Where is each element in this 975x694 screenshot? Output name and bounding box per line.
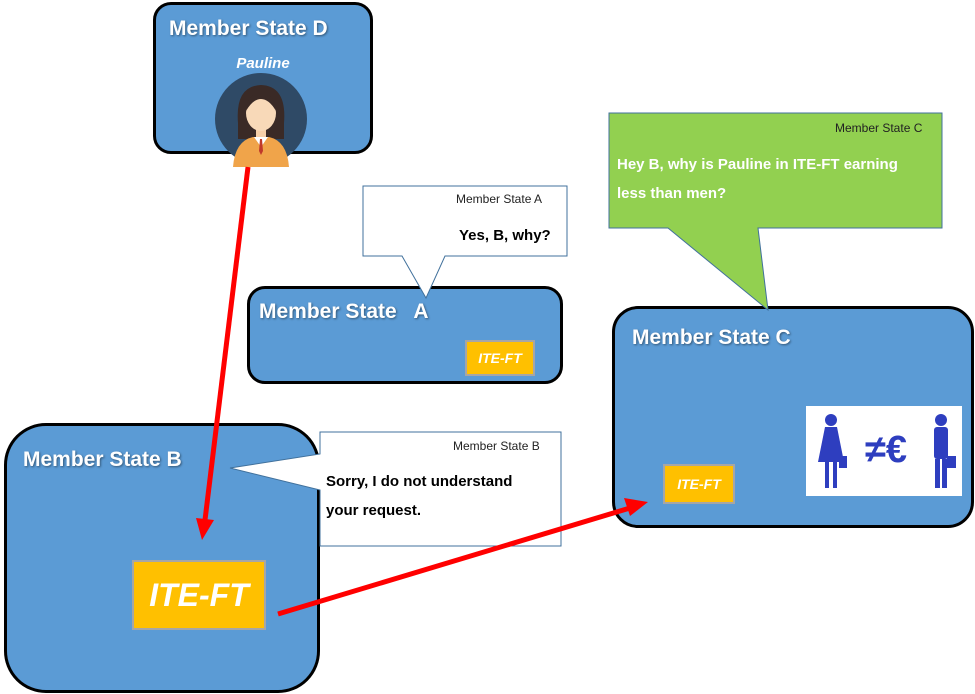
speech-bubble-a	[362, 185, 568, 300]
member-state-b-title: Member State B	[23, 448, 182, 471]
member-state-c-title: Member State C	[632, 326, 791, 349]
arrow-b-to-c	[277, 505, 631, 617]
arrow-b-to-c-head	[624, 498, 648, 516]
member-state-a-ite-ft-badge: ITE-FT	[465, 340, 535, 376]
member-state-a-box: Member State A ITE-FT	[247, 286, 563, 384]
woman-avatar-icon	[215, 73, 307, 167]
not-equal-euro-symbol: ≠€	[865, 429, 907, 471]
speech-bubble-c	[608, 112, 943, 312]
man-figure-icon	[934, 414, 956, 488]
bubble-c-message-line2: less than men?	[617, 185, 727, 202]
bubble-c-message-line1: Hey B, why is Pauline in ITE-FT earning	[617, 156, 898, 173]
woman-figure-icon	[818, 414, 847, 488]
bubble-a-speaker: Member State A	[456, 192, 543, 206]
member-state-d-box: Member State D Pauline	[153, 2, 373, 167]
member-state-a-title: Member State A	[259, 300, 429, 323]
member-state-d-title: Member State D	[169, 17, 328, 40]
arrow-d-to-b	[202, 166, 251, 521]
member-state-c-box: Member State C ITE-FT ≠€	[612, 306, 974, 528]
pay-gap-panel: ≠€	[806, 406, 962, 496]
arrow-d-to-b-head	[196, 518, 214, 540]
person-name: Pauline	[236, 55, 290, 72]
bubble-b-speaker: Member State B	[453, 439, 540, 453]
bubble-b-message-line1: Sorry, I do not understand	[326, 473, 513, 490]
bubble-b-message-line2: your request.	[326, 502, 422, 519]
member-state-b-ite-ft-badge: ITE-FT	[132, 560, 266, 630]
member-state-c-ite-ft-badge: ITE-FT	[663, 464, 735, 504]
bubble-a-message: Yes, B, why?	[459, 227, 551, 244]
bubble-c-speaker: Member State C	[835, 121, 923, 135]
speech-bubble-b	[229, 431, 562, 547]
